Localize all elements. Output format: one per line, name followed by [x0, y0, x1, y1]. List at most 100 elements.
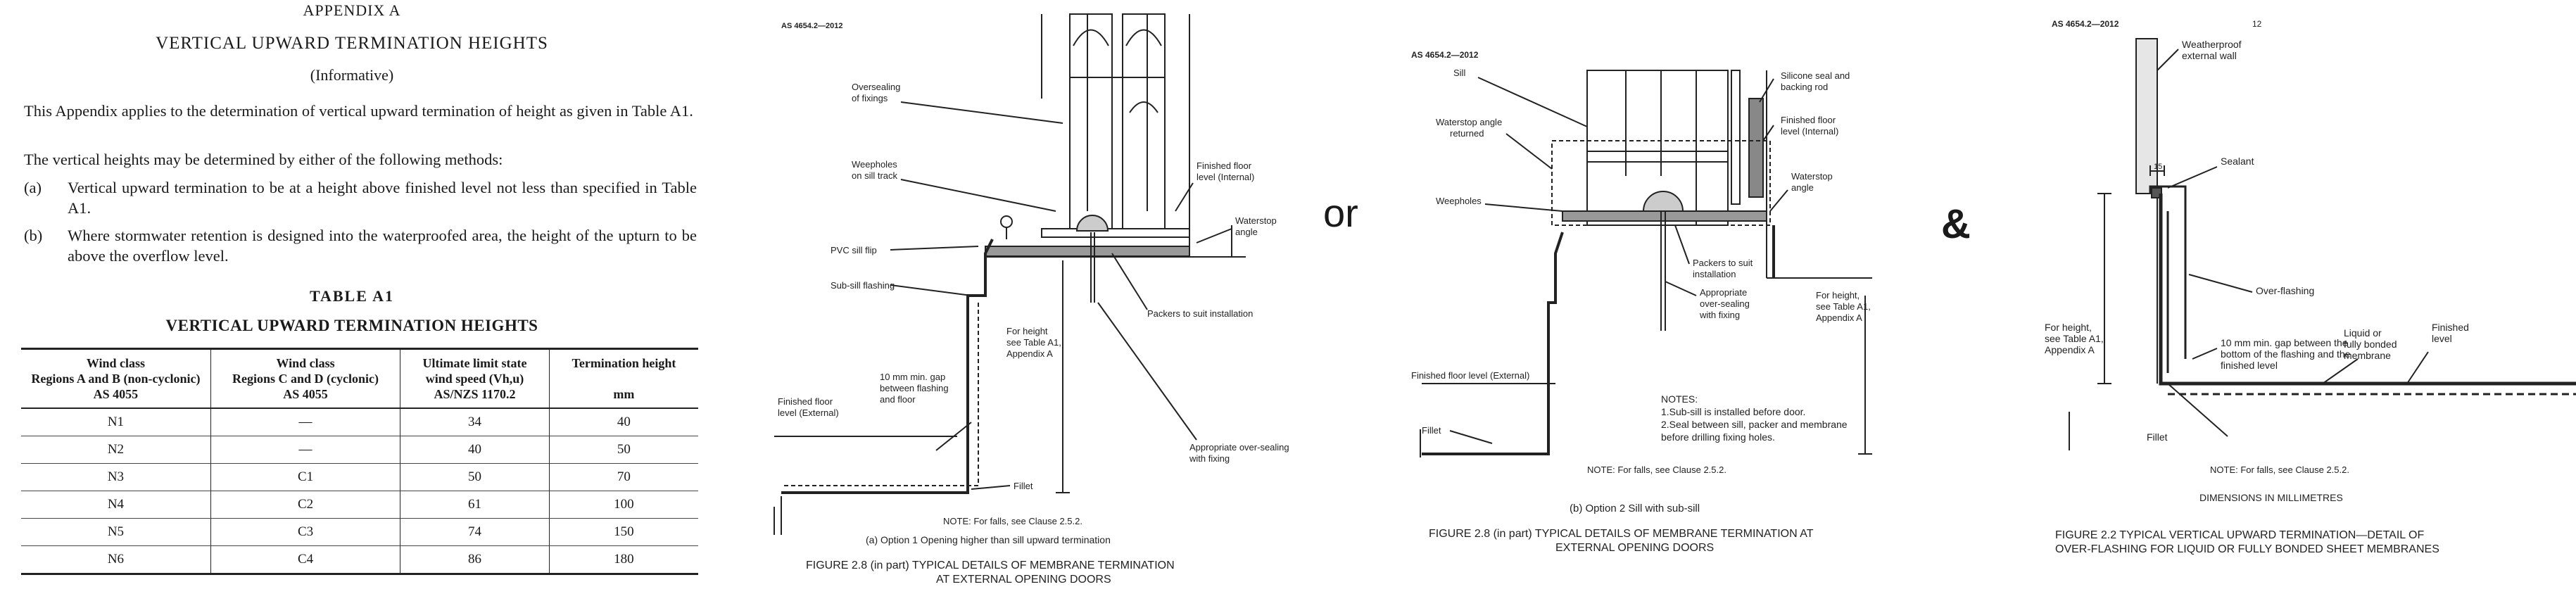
table-cell: 40 [549, 408, 698, 436]
label-sub-sill-flashing: Sub-sill flashing [831, 280, 895, 291]
label-waterstop-returned: Waterstop angle [1436, 117, 1502, 127]
label-weepholes: Weepholes [1436, 196, 1482, 206]
table-cell: 50 [549, 436, 698, 464]
figure-caption: EXTERNAL OPENING DOORS [1555, 542, 1714, 554]
page-number: 12 [2252, 19, 2262, 29]
method-label: (a) [24, 179, 42, 196]
label-membrane: fully bonded [2344, 339, 2397, 350]
header-line: Termination height [572, 356, 676, 370]
appendix-paragraph-2: The vertical heights may be determined b… [24, 151, 503, 168]
table-cell: C1 [210, 463, 401, 491]
label-over-sealing: with fixing [1699, 310, 1740, 320]
label-packers: Packers to suit installation [1147, 308, 1253, 319]
method-text: Vertical upward termination to be at a h… [68, 179, 697, 217]
label-gap: and floor [880, 394, 916, 405]
header-spacer [553, 371, 695, 386]
label-sill: Sill [1453, 68, 1465, 78]
connector-or: or [1323, 191, 1358, 235]
label-finished-level: Finished [2432, 322, 2469, 333]
header-line: Wind class [86, 356, 146, 370]
label-height: see Table A1, [1006, 337, 1061, 348]
label-weepholes: on sill track [852, 170, 898, 181]
table-cell: C4 [210, 545, 401, 575]
label-pvc-sill-flip: PVC sill flip [831, 245, 877, 255]
label-height: For height [1006, 326, 1048, 336]
table-cell: C2 [210, 491, 401, 519]
column-header: Termination height mm [549, 349, 698, 409]
column-header: Ultimate limit state wind speed (Vh,u) A… [400, 348, 550, 408]
appendix-heading: APPENDIX A [303, 1, 401, 19]
table-cell: N1 [21, 408, 211, 436]
label-finished-floor-internal: Finished floor [1197, 160, 1252, 171]
figure-caption: FIGURE 2.2 TYPICAL VERTICAL UPWARD TERMI… [2055, 529, 2424, 541]
note-falls: NOTE: For falls, see Clause 2.5.2. [2210, 465, 2349, 475]
header-line: Ultimate limit state [422, 356, 527, 370]
table-cell: 34 [400, 408, 550, 436]
column-header: Wind class Regions A and B (non-cyclonic… [21, 348, 211, 408]
figure-caption: OVER-FLASHING FOR LIQUID OR FULLY BONDED… [2055, 543, 2439, 555]
label-finished-floor-internal: level (Internal) [1781, 126, 1838, 137]
label-gap: finished level [2221, 360, 2278, 371]
label-height: Appendix A [1816, 312, 1862, 323]
note-falls: NOTE: For falls, see Clause 2.5.2. [943, 516, 1082, 526]
label-fillet: Fillet [1422, 425, 1441, 436]
header-line: wind speed (Vh,u) [425, 372, 524, 386]
appendix-paragraph-1: This Appendix applies to the determinati… [24, 102, 693, 120]
label-height: see Table A1, [2045, 333, 2104, 344]
table-cell: N5 [21, 518, 211, 546]
table-cell: 74 [400, 518, 550, 546]
label-oversealing: of fixings [852, 93, 888, 103]
table-label: TABLE A1 [309, 287, 395, 305]
label-height: Appendix A [1006, 348, 1053, 359]
label-silicone: backing rod [1781, 82, 1828, 92]
label-fillet: Fillet [2147, 431, 2168, 443]
table-header-row: Wind class Regions A and B (non-cyclonic… [21, 348, 698, 409]
notes-line: before drilling fixing holes. [1661, 431, 1775, 443]
table-cell: N6 [21, 545, 211, 575]
figure-caption: FIGURE 2.8 (in part) TYPICAL DETAILS OF … [806, 560, 1175, 571]
header-line: Wind class [276, 356, 335, 370]
header-line: Regions A and B (non-cyclonic) [31, 372, 201, 386]
label-finished-floor-internal: Finished floor [1781, 115, 1836, 125]
table-cell: 86 [400, 545, 550, 575]
label-finished-floor-internal: level (Internal) [1197, 172, 1254, 182]
header-line: AS 4055 [93, 387, 139, 401]
label-waterstop-angle: Waterstop [1791, 171, 1833, 182]
label-over-sealing-fixing: with fixing [1189, 453, 1230, 464]
label-gap: 10 mm min. gap between the [2221, 337, 2348, 348]
table-title: VERTICAL UPWARD TERMINATION HEIGHTS [165, 317, 538, 334]
table-cell: 40 [400, 436, 550, 464]
label-gap: bottom of the flashing and the [2221, 348, 2351, 360]
appendix-title: VERTICAL UPWARD TERMINATION HEIGHTS [156, 34, 548, 53]
table-cell: 50 [400, 463, 550, 491]
figure-2-2: AS 4654.2—2012 12 Weatherproof external … [2045, 19, 2576, 555]
notes-line: 1.Sub-sill is installed before door. [1661, 406, 1805, 417]
label-fillet: Fillet [1014, 481, 1033, 491]
label-over-sealing: over-sealing [1700, 298, 1750, 309]
figure-2-8-option-2: AS 4654.2—2012 Sill Silic [1411, 50, 1872, 554]
table-cell: 100 [549, 491, 698, 519]
table-cell: 180 [549, 545, 698, 575]
label-over-flashing: Over-flashing [2256, 285, 2314, 296]
table-cell: 61 [400, 491, 550, 519]
table-cell: N4 [21, 491, 211, 519]
standard-label: AS 4654.2—2012 [1411, 50, 1479, 60]
method-text: Where stormwater retention is designed i… [68, 227, 697, 265]
note-falls: NOTE: For falls, see Clause 2.5.2. [1587, 465, 1726, 475]
label-over-sealing-fixing: Appropriate over-sealing [1189, 442, 1289, 453]
label-waterstop-angle: Waterstop [1235, 215, 1277, 226]
label-silicone: Silicone seal and [1781, 70, 1850, 81]
table-cell: 70 [549, 463, 698, 491]
option-caption: (b) Option 2 Sill with sub-sill [1570, 503, 1700, 514]
label-finished-floor-external: level (External) [778, 407, 839, 418]
label-height: For height, [1816, 290, 1860, 301]
door-frame-drawing [774, 13, 1246, 535]
termination-height-table: Wind class Regions A and B (non-cyclonic… [21, 348, 698, 575]
figure-caption: FIGURE 2.8 (in part) TYPICAL DETAILS OF … [1429, 528, 1814, 540]
notes-line: 2.Seal between sill, packer and membrane [1661, 419, 1848, 430]
